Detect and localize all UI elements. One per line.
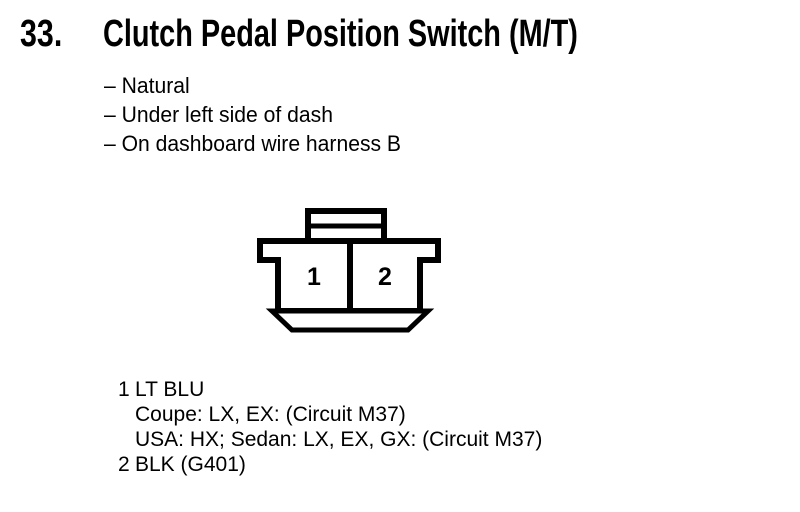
wire-line: LT BLU <box>135 378 205 401</box>
connector-diagram: 1 2 <box>250 200 450 340</box>
component-notes: – Natural – Under left side of dash – On… <box>104 71 401 158</box>
pin-wire-list: 1 LT BLU Coupe: LX, EX: (Circuit M37) US… <box>118 377 542 477</box>
page-item-number: 33. <box>20 13 63 55</box>
pin-number: 1 <box>118 378 130 401</box>
connector-bottom-rim <box>265 308 435 333</box>
wire-line: USA: HX; Sedan: LX, EX, GX: (Circuit M37… <box>135 428 543 451</box>
note-line: – Natural <box>104 73 190 98</box>
wire-line: BLK (G401) <box>135 453 246 476</box>
connector-pin1-label: 1 <box>307 263 321 291</box>
pin-entry: 1 LT BLU Coupe: LX, EX: (Circuit M37) US… <box>118 377 542 452</box>
page-title: Clutch Pedal Position Switch (M/T) <box>103 13 578 55</box>
wire-description: BLK (G401) <box>135 452 246 477</box>
wire-line: Coupe: LX, EX: (Circuit M37) <box>135 403 406 426</box>
pin-entry: 2 BLK (G401) <box>118 452 542 477</box>
note-line: – On dashboard wire harness B <box>104 131 402 156</box>
wire-description: LT BLU Coupe: LX, EX: (Circuit M37) USA:… <box>135 377 542 452</box>
note-line: – Under left side of dash <box>104 102 333 127</box>
pin-number: 2 <box>118 453 130 476</box>
connector-pin2-label: 2 <box>378 263 392 291</box>
